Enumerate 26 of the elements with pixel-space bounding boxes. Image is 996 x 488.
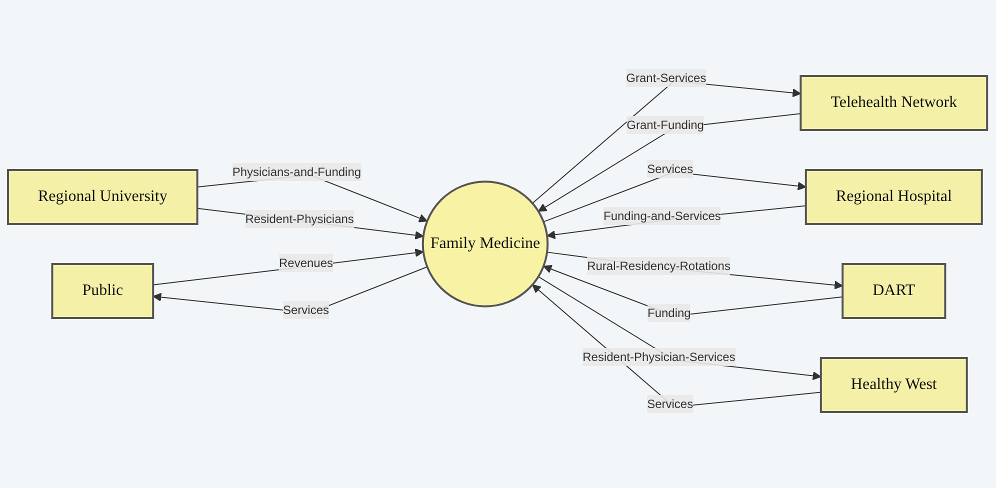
edge-label: Resident-Physician-Services	[583, 350, 736, 364]
edge-label: Resident-Physicians	[246, 212, 354, 226]
node-box: Regional University	[7, 169, 199, 225]
node-box: Public	[52, 263, 155, 319]
arrow	[153, 248, 424, 286]
node-box: DART	[842, 263, 947, 319]
arrow	[197, 208, 424, 240]
arrow	[538, 113, 802, 212]
edge-label: Services	[283, 303, 330, 317]
node-box: Telehealth Network	[800, 75, 989, 131]
edge-label: Services	[648, 162, 694, 176]
arrow	[538, 276, 822, 380]
arrow	[532, 284, 822, 408]
edge-label: Funding-and-Services	[604, 209, 722, 223]
node-circle: Family Medicine	[422, 180, 550, 308]
arrow	[547, 205, 807, 240]
edge-label: Revenues	[279, 256, 334, 270]
edge-label: Services	[648, 397, 694, 411]
node-box: Healthy West	[820, 357, 968, 413]
node-box: Regional Hospital	[805, 169, 984, 225]
arrow	[547, 252, 844, 290]
edge-label: Rural-Residency-Rotations	[588, 259, 731, 273]
edge-label: Grant-Funding	[627, 118, 704, 132]
edge-label: Grant-Services	[626, 71, 707, 85]
edge-label: Funding	[648, 306, 692, 320]
edge-label: Physicians-and-Funding	[232, 165, 362, 179]
